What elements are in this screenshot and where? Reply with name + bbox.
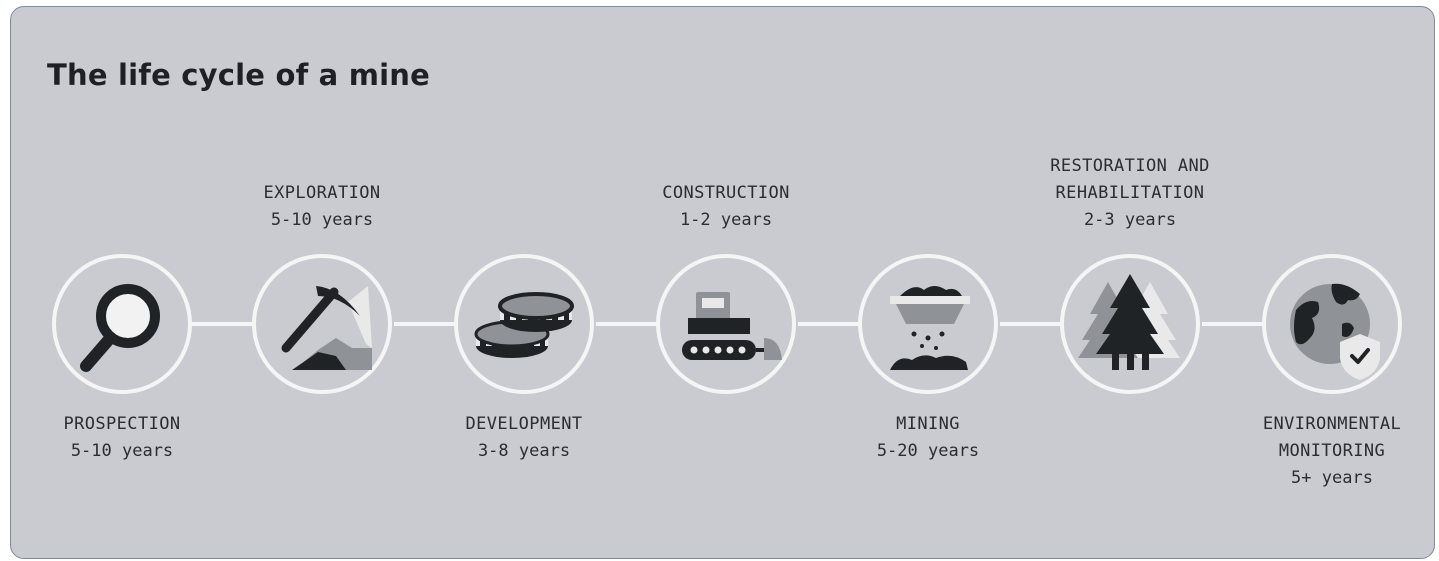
pickaxe-icon	[281, 286, 372, 370]
coins-icon	[474, 292, 574, 358]
stage-circle-development	[454, 254, 594, 394]
stage-label-restoration: RESTORATION AND REHABILITATION 2-3 years	[1020, 153, 1240, 234]
stage-name: EXPLORATION	[263, 183, 381, 203]
stage-circle-environmental	[1262, 254, 1402, 394]
stage-circle-prospection	[52, 254, 192, 394]
stage-label-prospection: PROSPECTION 5-10 years	[12, 411, 232, 465]
stage-duration: 5+ years	[1291, 468, 1373, 488]
diagram-title: The life cycle of a mine	[47, 58, 431, 92]
stage-name: MINING	[896, 414, 960, 434]
stage-circle-restoration	[1060, 254, 1200, 394]
globe-shield-icon	[1290, 283, 1380, 380]
stage-name-line2: REHABILITATION	[1055, 183, 1205, 203]
connector-line	[596, 322, 660, 326]
stage-name-line2: MONITORING	[1278, 441, 1386, 461]
stage-label-environmental: ENVIRONMENTAL MONITORING 5+ years	[1222, 411, 1439, 492]
stage-label-mining: MINING 5-20 years	[818, 411, 1038, 465]
connector-line	[1000, 322, 1064, 326]
connector-line	[192, 322, 256, 326]
stage-name: PROSPECTION	[63, 414, 181, 434]
stage-duration: 1-2 years	[679, 210, 773, 230]
trees-icon	[1078, 274, 1180, 370]
stage-circle-construction	[656, 254, 796, 394]
bulldozer-icon	[682, 292, 782, 360]
connector-line	[394, 322, 458, 326]
stage-duration: 2-3 years	[1083, 210, 1177, 230]
mine-cart-icon	[890, 286, 970, 370]
connector-line	[798, 322, 862, 326]
stage-name: RESTORATION AND	[1050, 156, 1210, 176]
connector-line	[1202, 322, 1264, 326]
magnifying-glass-icon	[80, 284, 160, 372]
stage-duration: 5-10 years	[70, 441, 174, 461]
stage-circle-mining	[858, 254, 998, 394]
stage-label-development: DEVELOPMENT 3-8 years	[414, 411, 634, 465]
stage-name: DEVELOPMENT	[465, 414, 583, 434]
stage-duration: 3-8 years	[477, 441, 571, 461]
stage-circle-exploration	[252, 254, 392, 394]
stage-duration: 5-10 years	[270, 210, 374, 230]
stage-label-exploration: EXPLORATION 5-10 years	[212, 180, 432, 234]
stage-name: ENVIRONMENTAL	[1262, 414, 1402, 434]
stage-name: CONSTRUCTION	[662, 183, 790, 203]
stage-duration: 5-20 years	[876, 441, 980, 461]
stage-label-construction: CONSTRUCTION 1-2 years	[616, 180, 836, 234]
